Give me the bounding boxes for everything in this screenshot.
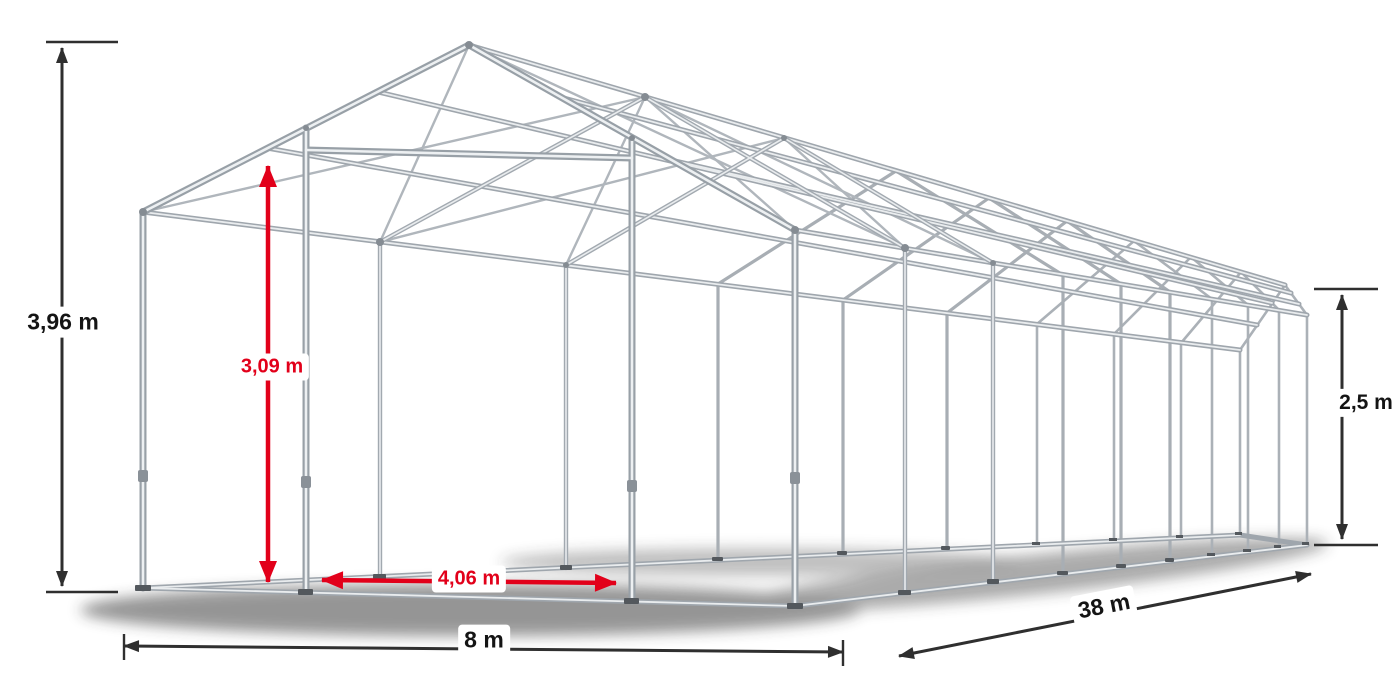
total-height-label: 3,96 m: [21, 306, 105, 338]
side-height-label: 2,5 m: [1333, 388, 1399, 418]
width-label: 8 m: [458, 624, 510, 656]
middle-frames: [716, 169, 1172, 576]
roof-cross-braces: [141, 43, 995, 267]
entrance-width-label: 4,06 m: [431, 565, 507, 593]
longitudinal-members-highlight: [142, 44, 1308, 607]
far-frames: [1035, 239, 1309, 558]
inner-height-label: 3,09 m: [234, 353, 310, 381]
longitudinal-members: [140, 42, 1310, 609]
post-collars: [138, 470, 800, 492]
frame-joints: [139, 41, 996, 268]
